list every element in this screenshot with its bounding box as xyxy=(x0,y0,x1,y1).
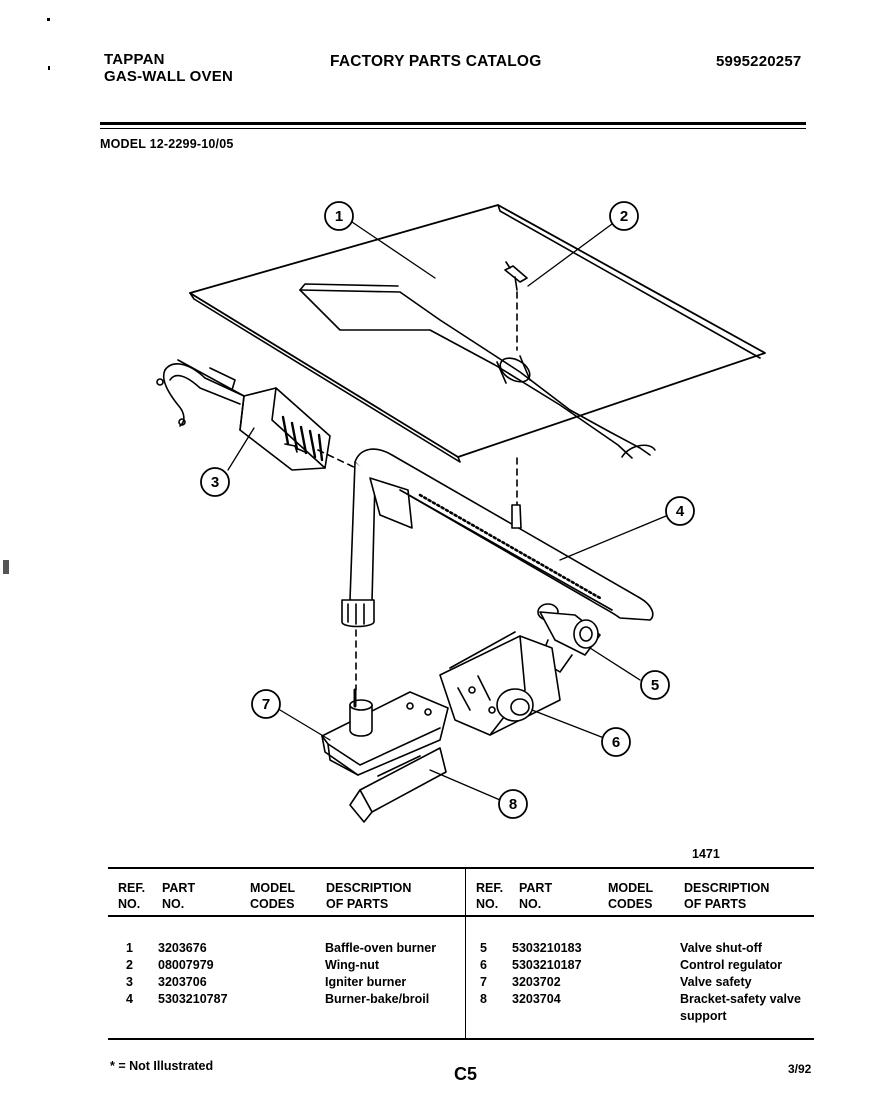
part-no: 5303210787 xyxy=(158,992,228,1006)
part-description: Valve safety xyxy=(680,975,752,989)
table-row: 8 3203704 Bracket-safety valve support xyxy=(474,991,820,1025)
callout-3 xyxy=(200,467,230,497)
table-row: 7 3203702 Valve safety xyxy=(474,974,820,991)
header-rule-thin xyxy=(100,128,806,129)
callout-label: 1 xyxy=(335,208,343,225)
ref-no: 4 xyxy=(126,992,133,1006)
page-number: C5 xyxy=(454,1064,478,1084)
not-illustrated-note: * = Not Illustrated xyxy=(110,1059,214,1073)
table-row: 6 5303210187 Control regulator xyxy=(474,957,820,974)
ref-no: 3 xyxy=(126,975,133,989)
ref-no: 5 xyxy=(480,941,487,955)
callout-label: 2 xyxy=(620,208,628,225)
part-description: Baffle-oven burner xyxy=(325,941,437,955)
ref-no: 6 xyxy=(480,958,487,972)
table-divider xyxy=(465,868,466,1040)
header-part-no: PART NO. xyxy=(519,881,553,911)
header-part-no: PART NO. xyxy=(162,881,196,911)
callout-label: 5 xyxy=(651,677,659,694)
table-row: 2 08007979 Wing-nut xyxy=(120,957,475,974)
ref-no: 7 xyxy=(480,975,487,989)
valve-shut-off-part xyxy=(537,603,601,673)
part-no: 3203704 xyxy=(512,992,561,1006)
scan-speck xyxy=(48,66,50,70)
brand-name: TAPPAN xyxy=(104,51,165,68)
table-row: 4 5303210787 Burner-bake/broil xyxy=(120,991,475,1008)
parts-list-left: 1 3203676 Baffle-oven burner 2 08007979 … xyxy=(120,940,475,1008)
part-no: 5303210183 xyxy=(512,941,582,955)
part-no: 08007979 xyxy=(158,958,214,972)
igniter-burner-part xyxy=(156,359,361,471)
scan-speck xyxy=(47,18,50,21)
exploded-parts-diagram: 1 2 3 4 5 6 7 8 xyxy=(156,201,766,823)
table-header-rule xyxy=(108,915,814,917)
callout-5 xyxy=(640,670,670,700)
header-ref-no: REF. NO. xyxy=(476,881,504,911)
catalog-number: 5995220257 xyxy=(716,53,802,70)
callout-4 xyxy=(665,496,695,526)
product-name: GAS-WALL OVEN xyxy=(104,68,233,85)
header-description: DESCRIPTION OF PARTS xyxy=(326,881,412,911)
part-no: 3203702 xyxy=(512,975,561,989)
part-description: Burner-bake/broil xyxy=(325,992,430,1006)
model-label: MODEL 12-2299-10/05 xyxy=(100,137,234,151)
callout-8 xyxy=(498,789,528,819)
header-model-codes: MODEL CODES xyxy=(608,881,654,911)
table-row: 5 5303210183 Valve shut-off xyxy=(474,940,820,957)
leader-lines xyxy=(227,221,667,801)
callout-1 xyxy=(324,201,354,231)
ref-no: 8 xyxy=(480,992,487,1006)
burner-bake-broil-part xyxy=(341,448,654,691)
table-top-rule xyxy=(108,867,814,869)
catalog-title: FACTORY PARTS CATALOG xyxy=(330,53,542,70)
callout-label: 6 xyxy=(612,734,620,751)
part-description: Valve shut-off xyxy=(680,941,762,955)
header-model-codes: MODEL CODES xyxy=(250,881,296,911)
catalog-date: 3/92 xyxy=(788,1062,812,1076)
bracket-safety-valve-support-part xyxy=(349,747,447,823)
figure-number: 1471 xyxy=(692,847,720,861)
ref-no: 2 xyxy=(126,958,133,972)
control-regulator-part xyxy=(439,631,561,736)
callout-label: 4 xyxy=(676,503,685,520)
wing-nut-part xyxy=(504,261,528,351)
part-no: 5303210187 xyxy=(512,958,582,972)
callout-2 xyxy=(609,201,639,231)
callout-label: 3 xyxy=(211,474,219,491)
table-bottom-rule xyxy=(108,1038,814,1040)
callout-label: 7 xyxy=(262,696,270,713)
ref-no: 1 xyxy=(126,941,133,955)
callout-6 xyxy=(601,727,631,757)
callout-label: 8 xyxy=(509,796,517,813)
parts-list-right: 5 5303210183 Valve shut-off 6 5303210187… xyxy=(474,940,820,1025)
valve-safety-part xyxy=(321,688,449,776)
baffle-oven-burner-part xyxy=(189,204,766,463)
part-description: Igniter burner xyxy=(325,975,407,989)
scan-speck xyxy=(3,560,9,574)
part-no: 3203676 xyxy=(158,941,207,955)
header-description: DESCRIPTION OF PARTS xyxy=(684,881,770,911)
header-ref-no: REF. NO. xyxy=(118,881,146,911)
callout-circles xyxy=(200,201,695,819)
table-row: 1 3203676 Baffle-oven burner xyxy=(120,940,475,957)
part-description: Control regulator xyxy=(680,958,783,972)
part-description: Bracket-safety valve support xyxy=(680,992,801,1023)
part-description: Wing-nut xyxy=(325,958,380,972)
part-no: 3203706 xyxy=(158,975,207,989)
header-rule xyxy=(100,122,806,125)
callout-7 xyxy=(251,689,281,719)
table-row: 3 3203706 Igniter burner xyxy=(120,974,475,991)
